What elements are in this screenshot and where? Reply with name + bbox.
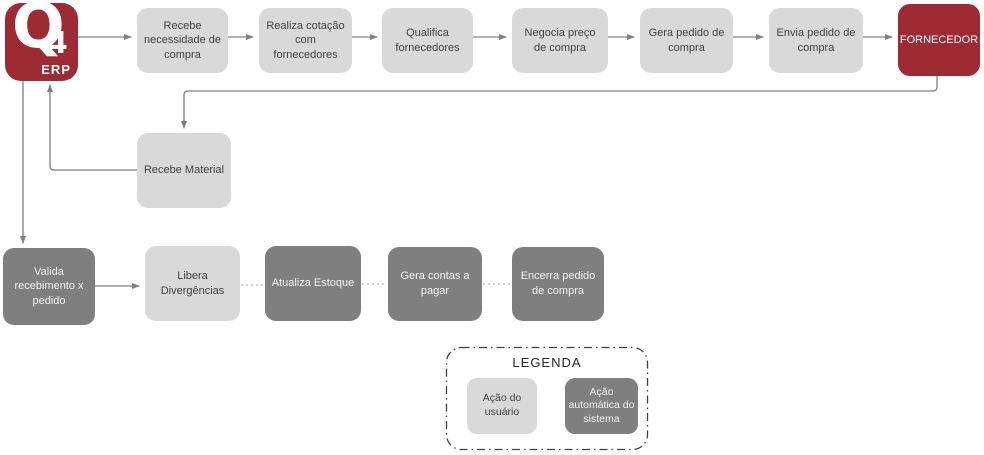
legend-item-label: Ação do usuário [482, 392, 522, 418]
legend-item-label: Ação automática do sistema [568, 385, 635, 425]
logo-digit-4: 4 [47, 26, 68, 61]
legend-item-user-action: Ação do usuário [467, 378, 537, 434]
node-envia-pedido: Envia pedido de compra [769, 8, 863, 73]
node-label: Libera Divergências [160, 269, 225, 297]
legend-item-system-action: Ação automática do sistema [565, 378, 638, 434]
node-negocia-preco: Negocia preço de compra [512, 8, 608, 73]
node-qualifica-fornecedores: Qualifica fornecedores [382, 8, 473, 73]
node-encerra-pedido: Encerra pedido de compra [512, 247, 604, 321]
node-label: Realiza cotação com fornecedores [266, 19, 345, 61]
node-gera-contas: Gera contas a pagar [388, 247, 482, 321]
node-label: Envia pedido de compra [776, 26, 856, 54]
node-atualiza-estoque: Atualiza Estoque [265, 246, 361, 321]
node-realiza-cotacao: Realiza cotação com fornecedores [259, 8, 352, 73]
q4-erp-logo: Q 4 ERP [5, 0, 78, 81]
logo-letter-q: Q [12, 0, 65, 62]
logo-erp-label: ERP [41, 62, 71, 77]
node-label: Recebe Material [143, 164, 225, 177]
node-fornecedor: FORNECEDOR [898, 4, 980, 76]
node-label: Gera contas a pagar [400, 270, 470, 297]
node-label: Encerra pedido de compra [520, 270, 596, 297]
node-recebe-material: Recebe Material [137, 133, 231, 208]
node-label: Recebe necessidade de compra [143, 19, 222, 61]
node-valida-recebimento: Valida recebimento x pedido [3, 248, 95, 325]
legend-title: LEGENDA [512, 355, 582, 370]
node-recebe-necessidade: Recebe necessidade de compra [137, 8, 228, 73]
node-label: Gera pedido de compra [648, 26, 725, 54]
node-label: Qualifica fornecedores [395, 26, 460, 54]
node-label: Valida recebimento x pedido [14, 265, 84, 307]
node-label: Negocia preço de compra [524, 26, 596, 54]
node-label: FORNECEDOR [899, 33, 979, 46]
node-label: Atualiza Estoque [271, 277, 355, 290]
node-gera-pedido: Gera pedido de compra [640, 8, 733, 73]
node-libera-divergencias: Libera Divergências [145, 246, 240, 321]
